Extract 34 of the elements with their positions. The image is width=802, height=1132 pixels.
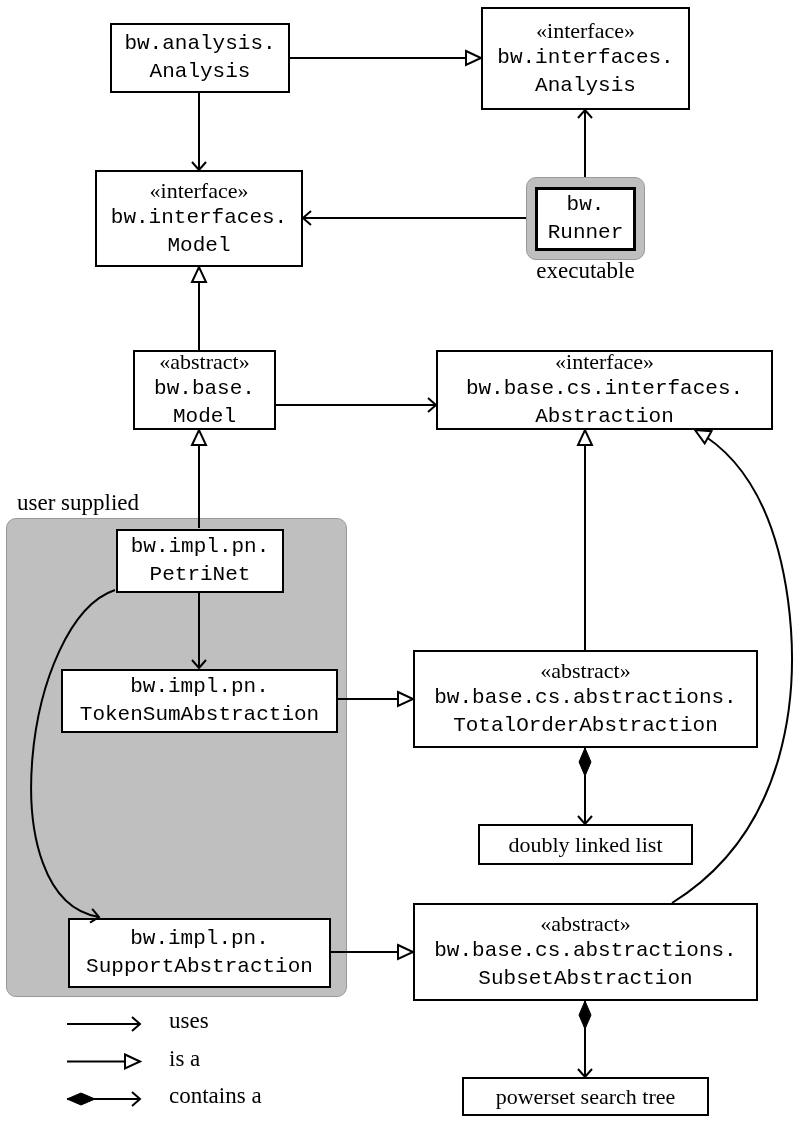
uses-arrow <box>302 210 527 226</box>
class-box: bw.analysis. Analysis <box>110 23 290 93</box>
uses-arrow <box>191 591 207 669</box>
composition-arrow <box>577 747 593 825</box>
uses-arrow <box>275 397 437 413</box>
class-box: bw.impl.pn. TokenSumAbstraction <box>61 669 338 733</box>
uses-arrow <box>30 589 116 922</box>
executable-frame <box>526 177 645 260</box>
inheritance-arrow <box>329 944 414 960</box>
legend-label: contains a <box>169 1083 262 1109</box>
legend-label: is a <box>169 1045 201 1072</box>
class-box: doubly linked list <box>478 824 693 865</box>
inheritance-arrow <box>577 429 593 651</box>
class-box: bw.impl.pn. SupportAbstraction <box>68 918 331 988</box>
class-box: «abstract» bw.base.cs.abstractions. SubsetAbstraction <box>413 903 758 1001</box>
class-box: «interface» bw.base.cs.interfaces. Abstraction <box>436 350 773 430</box>
class-box: bw. Runner <box>535 186 636 251</box>
inheritance-arrow <box>191 266 207 351</box>
class-box: «abstract» bw.base.cs.abstractions. TotalOrderAbstraction <box>413 650 758 748</box>
inheritance-arrow <box>191 429 207 529</box>
uses-arrow <box>191 92 207 171</box>
group-label: user supplied <box>17 490 139 516</box>
class-box: «abstract» bw.base. Model <box>133 350 276 430</box>
inheritance-arrow <box>336 691 414 707</box>
inheritance-arrow <box>289 50 482 66</box>
node-label: executable <box>535 258 636 284</box>
class-box: «interface» bw.interfaces. Analysis <box>481 7 690 110</box>
legend-label: uses <box>169 1008 209 1034</box>
inheritance-arrow <box>671 429 793 904</box>
composition-arrow <box>577 1000 593 1078</box>
class-box: powerset search tree <box>462 1077 709 1116</box>
class-box: bw.impl.pn. PetriNet <box>116 529 284 593</box>
class-box: «interface» bw.interfaces. Model <box>95 170 303 267</box>
uses-arrow <box>577 109 593 178</box>
